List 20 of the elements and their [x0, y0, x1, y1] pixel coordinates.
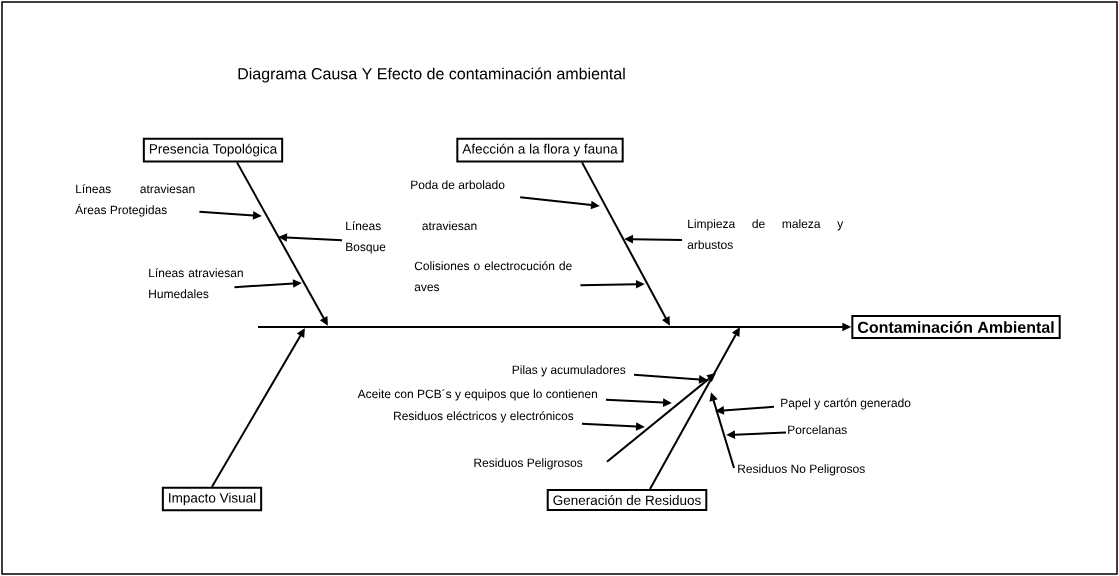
effect-box: Contaminación Ambiental [851, 315, 1061, 339]
cause-label: Residuos No Peligrosos [738, 464, 865, 476]
cause-label: Líneas atraviesan Áreas Protegidas [75, 184, 195, 217]
cause-label: Residuos Peligrosos [474, 458, 583, 470]
category-box: Impacto Visual [161, 486, 263, 512]
category-box: Presencia Topológica [142, 137, 284, 163]
cause-label: Pilas y acumuladores [512, 365, 626, 377]
category-box: Generación de Residuos [546, 488, 708, 512]
cause-label: Residuos eléctricos y electrónicos [394, 411, 574, 423]
title: Diagrama Causa Y Efecto de contaminación ambiental [238, 67, 625, 83]
arrow [606, 373, 716, 463]
cause-label: Poda de arbolado [411, 180, 505, 189]
cause-label: Papel y cartón generado [781, 398, 911, 410]
cause-label: Porcelanas [788, 425, 847, 434]
category-box: Afección a la flora y fauna [456, 137, 624, 163]
cause-label: Aceite con PCB´s y equipos que lo contienen [357, 389, 597, 401]
cause-label: Líneas atraviesan Bosque [346, 221, 477, 254]
cause-label: Colisiones o electrocución de aves [414, 261, 572, 292]
cause-label: Limpieza de maleza y arbustos [687, 219, 844, 249]
cause-label: Líneas atraviesan Humedales [149, 268, 243, 299]
